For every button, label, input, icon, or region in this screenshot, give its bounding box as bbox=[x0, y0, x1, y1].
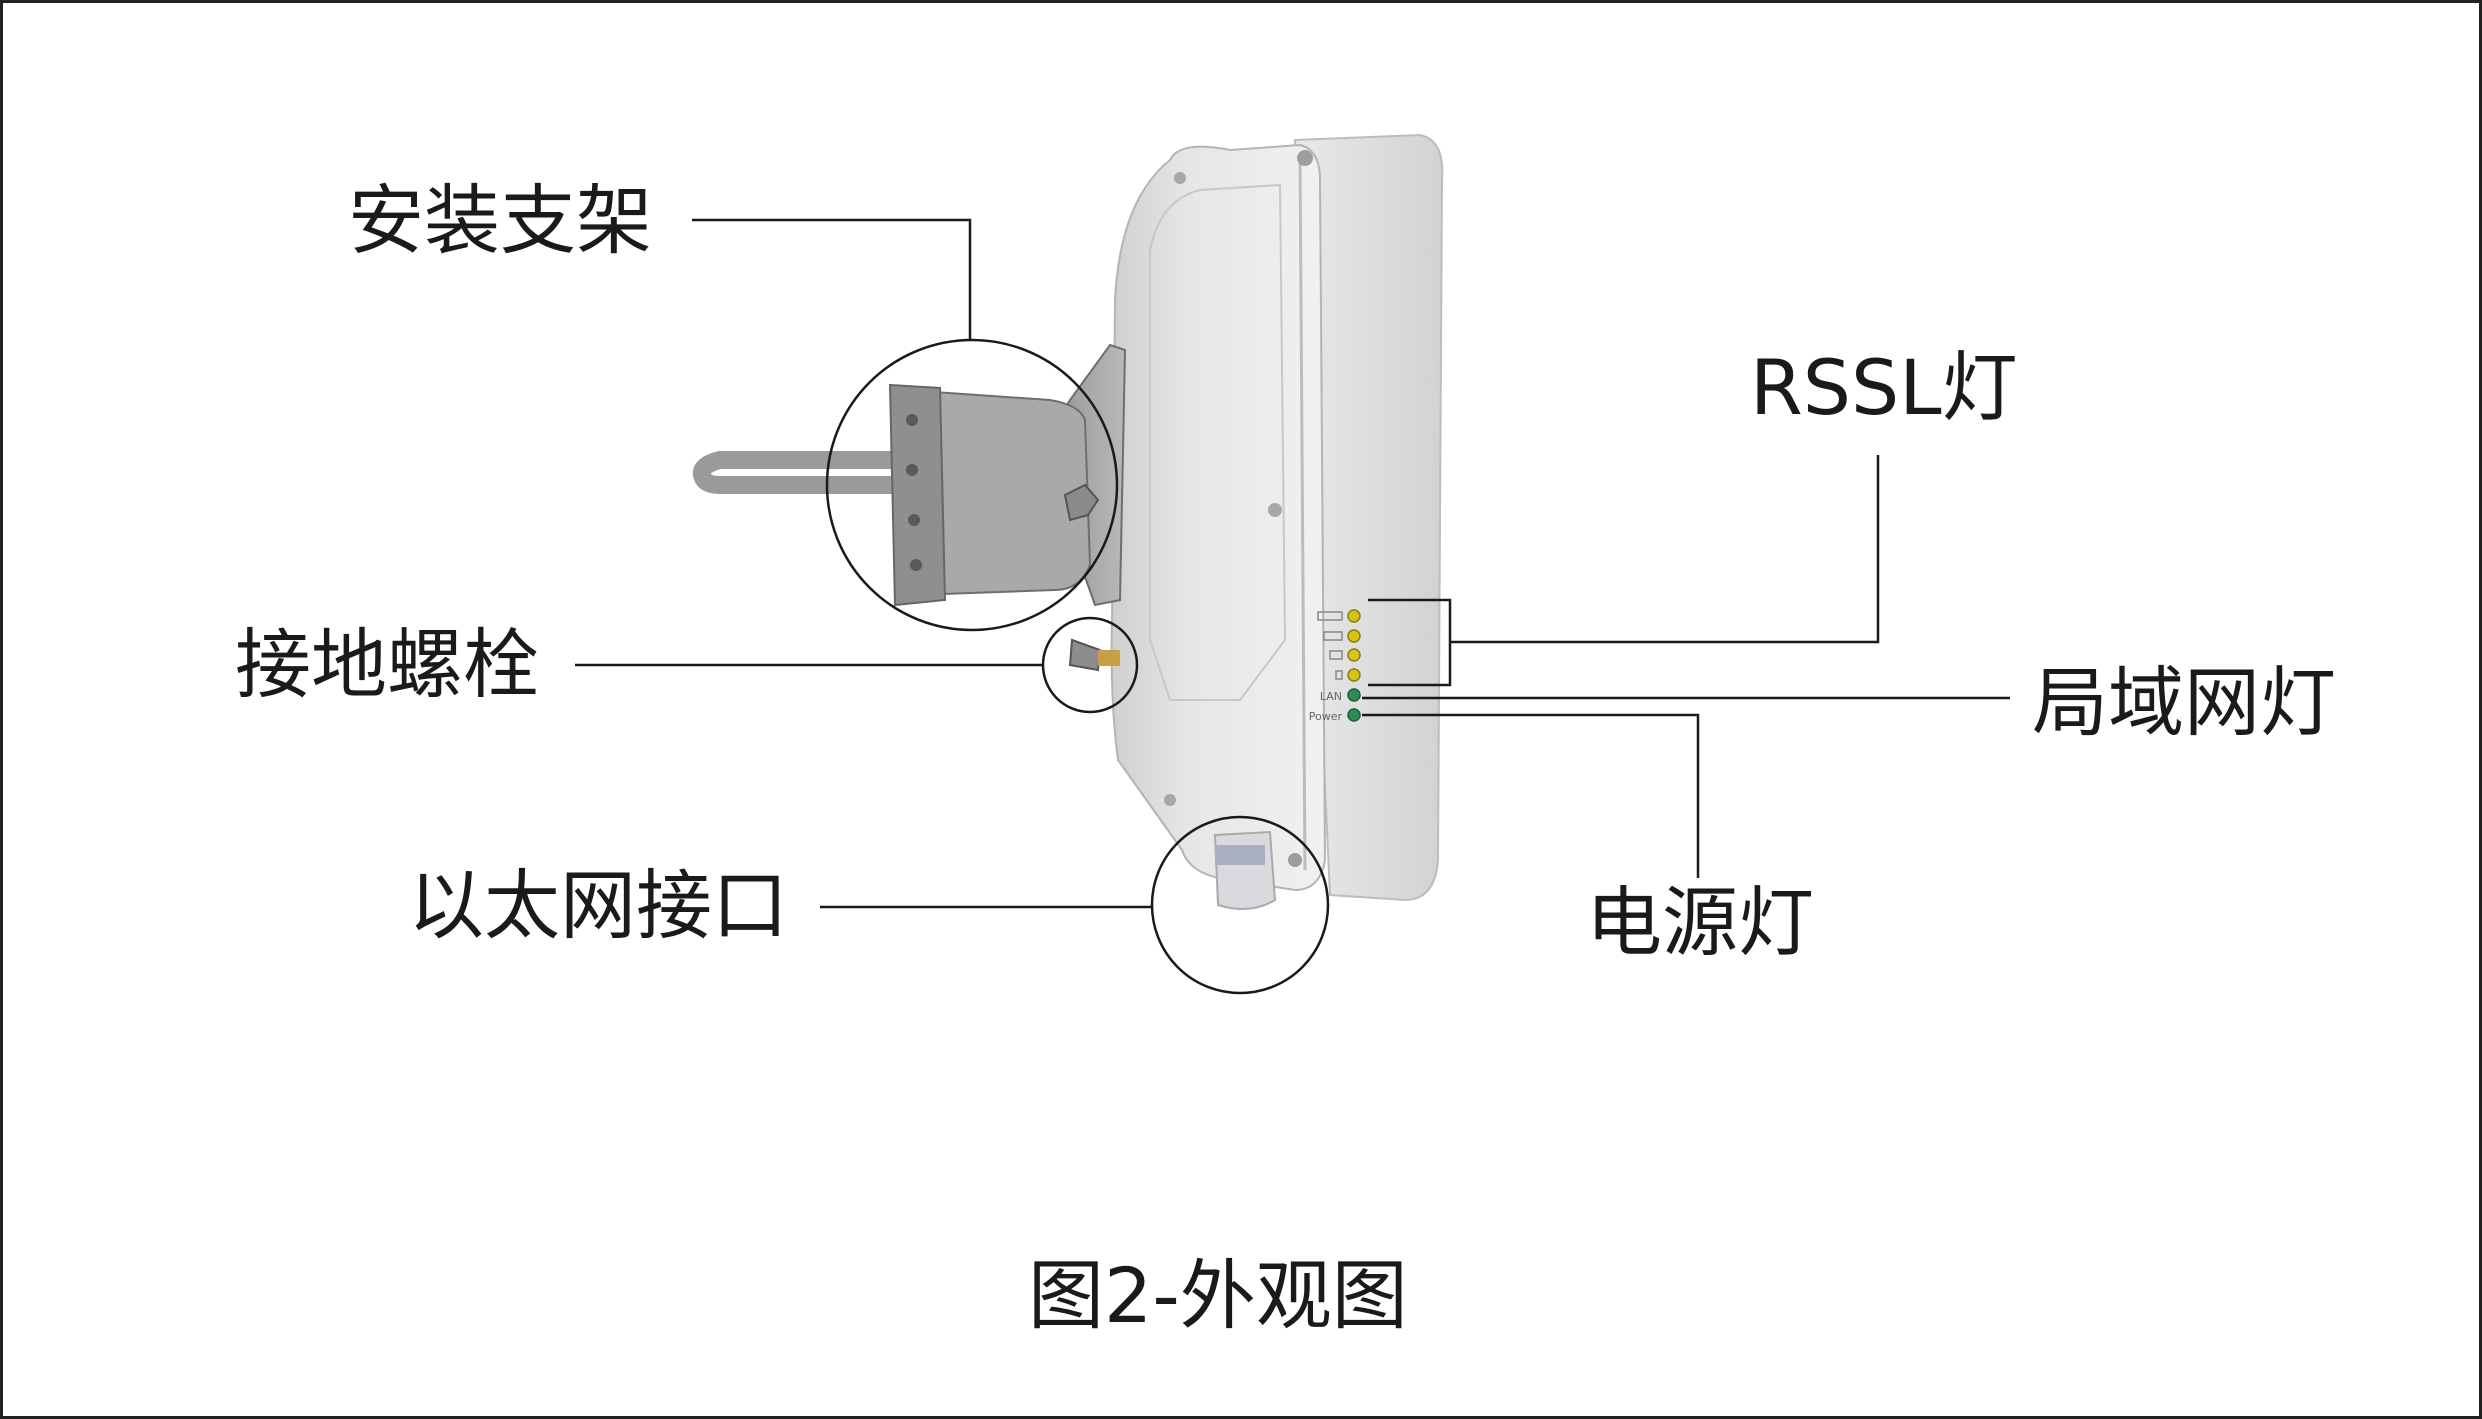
rssl-led bbox=[1347, 629, 1361, 643]
bracket-callout-circle bbox=[825, 338, 1119, 632]
mount-bracket-label: 安装支架 bbox=[348, 176, 652, 265]
device-housing bbox=[1110, 133, 1444, 902]
lan-led bbox=[1347, 688, 1361, 702]
power-light-label: 电源灯 bbox=[1586, 878, 1814, 967]
rssl-leader bbox=[1450, 455, 1880, 644]
housing-screw bbox=[1288, 853, 1302, 867]
mount-bracket bbox=[692, 383, 1100, 607]
lan-led-label: LAN bbox=[1320, 690, 1342, 703]
bracket-plate bbox=[904, 389, 1092, 597]
bracket-hole bbox=[906, 414, 918, 426]
housing-screw bbox=[1174, 172, 1186, 184]
ethernet-leader bbox=[820, 905, 1154, 909]
lan-light-label: 局域网灯 bbox=[2032, 658, 2336, 747]
signal-bar-icon bbox=[1329, 650, 1343, 660]
rssl-led bbox=[1347, 668, 1361, 682]
ground-bolt bbox=[1068, 638, 1120, 672]
u-bolt bbox=[692, 451, 904, 494]
rssl-led bbox=[1347, 648, 1361, 662]
bracket-flange bbox=[888, 383, 947, 607]
housing-inner-panel bbox=[1149, 183, 1287, 701]
bracket-hole bbox=[908, 514, 920, 526]
housing-screw bbox=[1268, 503, 1282, 517]
power-led bbox=[1347, 708, 1361, 722]
ground-bolt-label: 接地螺栓 bbox=[235, 620, 539, 709]
bracket-leader bbox=[692, 218, 972, 340]
power-leader bbox=[1362, 713, 1700, 878]
housing-screw bbox=[1164, 794, 1176, 806]
housing-front-panel bbox=[1110, 143, 1327, 892]
signal-bar-icon bbox=[1335, 670, 1343, 680]
ethernet-port-label: 以太网接口 bbox=[408, 861, 788, 950]
rssl-led bbox=[1347, 609, 1361, 623]
leader-lines bbox=[575, 218, 2010, 909]
led-panel: LAN Power bbox=[1309, 609, 1361, 723]
ethernet-port bbox=[1213, 830, 1277, 910]
signal-bar-icon bbox=[1323, 631, 1343, 641]
bracket-hole bbox=[910, 559, 922, 571]
housing-screw bbox=[1297, 150, 1313, 166]
housing-side-panel bbox=[1293, 133, 1444, 902]
power-led-label: Power bbox=[1309, 710, 1343, 723]
rssl-light-label: RSSL灯 bbox=[1750, 343, 2018, 432]
signal-bar-icon bbox=[1317, 611, 1343, 621]
figure-caption: 图2-外观图 bbox=[1028, 1251, 1408, 1340]
housing-seam bbox=[1298, 159, 1307, 871]
wing-nut bbox=[1063, 483, 1100, 522]
bracket-hole bbox=[906, 464, 918, 476]
